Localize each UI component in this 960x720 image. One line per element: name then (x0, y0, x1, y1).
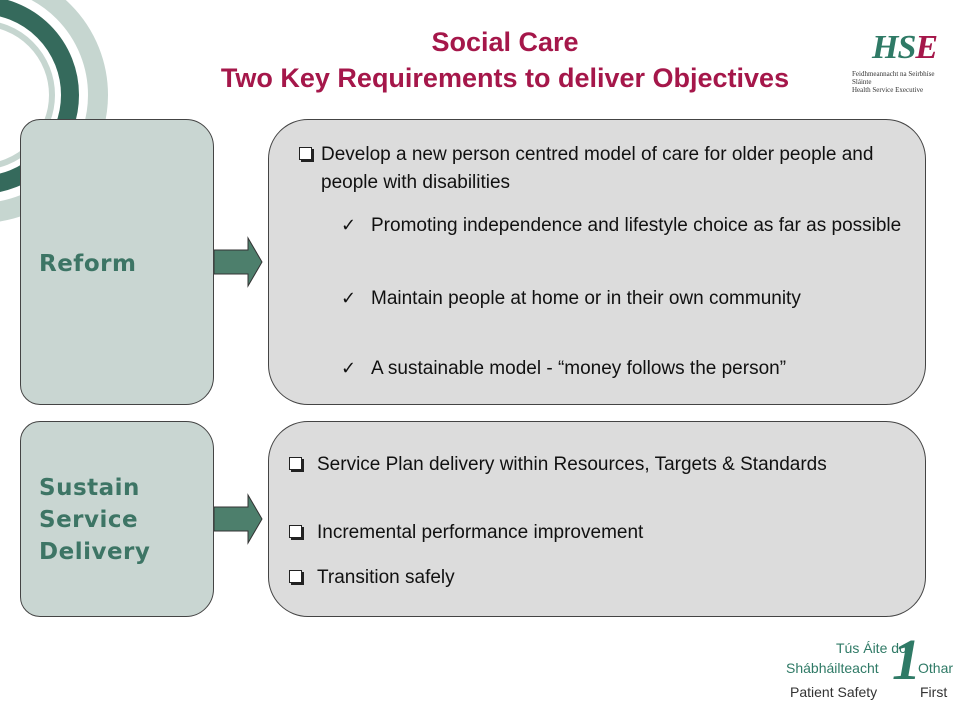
sustain-label: Sustain Service Delivery (39, 475, 151, 565)
sustain-item: Incremental performance improvement (289, 519, 917, 547)
reform-label-box: Reform (20, 119, 214, 405)
sustain-item: Transition safely (289, 564, 917, 592)
numeral-one-mark: 1 (892, 627, 921, 692)
reform-sub-item: ✓ Maintain people at home or in their ow… (341, 285, 911, 313)
reform-main-item: Develop a new person centred model of ca… (299, 141, 921, 197)
decorative-rings (0, 0, 108, 222)
slide-subtitle: Two Key Requirements to deliver Objectiv… (220, 63, 790, 93)
reform-arrow-icon (214, 236, 263, 288)
patient-safety-first-logo: Tús Áite do Shábháilteacht Othar Patient… (786, 627, 954, 701)
reform-sub-item: ✓ A sustainable model - “money follows t… (341, 355, 931, 383)
hse-logo: HSE Feidhmeannacht na Seirbhíse Sláinte … (852, 28, 947, 94)
checkmark-icon: ✓ (341, 288, 357, 309)
hse-logo-mark: HSE (872, 29, 938, 66)
square-bullet-icon (289, 570, 302, 583)
reform-label: Reform (39, 251, 137, 277)
square-bullet-icon (299, 147, 312, 160)
checkmark-icon: ✓ (341, 358, 357, 379)
checkmark-icon: ✓ (341, 215, 357, 236)
sustain-arrow-icon (214, 493, 263, 545)
square-bullet-icon (289, 457, 302, 470)
reform-sub-item: ✓ Promoting independence and lifestyle c… (341, 212, 911, 240)
square-bullet-icon (289, 525, 302, 538)
hse-logo-subtitle-english: Health Service Executive (852, 86, 924, 94)
sustain-content-box: Service Plan delivery within Resources, … (268, 421, 926, 617)
sustain-label-box: Sustain Service Delivery (20, 421, 214, 617)
reform-content-box: Develop a new person centred model of ca… (268, 119, 926, 405)
slide-title: Social Care (431, 27, 579, 57)
sustain-item: Service Plan delivery within Resources, … (289, 451, 917, 479)
hse-logo-subtitle-irish: Feidhmeannacht na Seirbhíse Sláinte (852, 70, 935, 86)
